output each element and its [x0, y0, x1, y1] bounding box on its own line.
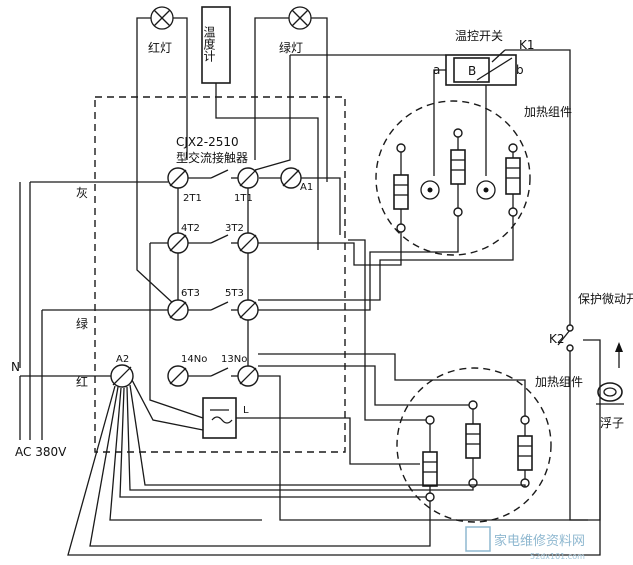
- label-a2: A2: [116, 354, 129, 365]
- heater-element: [422, 451, 438, 487]
- label-a1: A1: [300, 182, 313, 193]
- watermark-name: 家电维修资料网: [494, 533, 585, 549]
- label-2t1: 2T1: [183, 193, 202, 204]
- wire: [433, 69, 446, 176]
- label-k2: K2: [549, 332, 565, 346]
- label-n: N: [11, 360, 20, 374]
- heater-group-top: [375, 100, 531, 256]
- wire: [311, 17, 328, 182]
- label-4t2: 4T2: [181, 223, 200, 234]
- label-float: 浮子: [600, 416, 624, 430]
- wire: [215, 83, 319, 250]
- wire: [173, 17, 188, 160]
- label-green-lamp: 绿灯: [279, 40, 303, 55]
- label-heat-group-top: 加热组件: [524, 105, 572, 119]
- heater-element: [393, 174, 409, 210]
- label-14no: 14No: [181, 354, 207, 365]
- wire: [136, 17, 176, 306]
- float-icon: [597, 382, 623, 402]
- label-6t3: 6T3: [181, 288, 200, 299]
- label-1t1: 1T1: [234, 193, 253, 204]
- label-b: b: [516, 63, 524, 77]
- label-contactor-model: CJX2-2510: [176, 135, 239, 149]
- green-lamp-icon: [288, 6, 312, 30]
- label-contactor-name: 型交流接触器: [176, 150, 248, 165]
- thermo-switch-box: [445, 54, 517, 86]
- label-ash: 灰: [76, 186, 88, 200]
- thermo-switch-core: [453, 57, 490, 83]
- label-protect-switch: 保护微动开关: [578, 292, 633, 306]
- heater-element: [450, 149, 466, 185]
- label-thermo-switch: 温控开关: [455, 29, 503, 43]
- contactor-enclosure: [94, 96, 346, 453]
- label-k1: K1: [519, 38, 535, 52]
- label-5t3: 5T3: [225, 288, 244, 299]
- heater-element: [517, 435, 533, 471]
- heater-element: [465, 423, 481, 459]
- watermark-logo-icon: [465, 526, 491, 552]
- label-red: 红: [76, 374, 88, 389]
- wire: [526, 49, 571, 320]
- label-thermometer: 温度计: [202, 26, 216, 62]
- label-heat-group-bottom: 加热组件: [535, 375, 583, 389]
- red-lamp-icon: [150, 6, 174, 30]
- label-green: 绿: [76, 316, 88, 331]
- wire: [254, 17, 289, 160]
- label-3t2: 3T2: [225, 223, 244, 234]
- watermark-url: 52dx101.com: [530, 552, 585, 561]
- label-red-lamp: 红灯: [148, 40, 172, 55]
- label-a: a: [433, 63, 440, 77]
- heater-group-bottom: [396, 367, 552, 523]
- label-l: L: [243, 405, 249, 416]
- label-13no: 13No: [221, 354, 247, 365]
- label-B: B: [468, 64, 476, 78]
- label-ac: AC 380V: [15, 445, 67, 459]
- heater-element: [505, 157, 521, 195]
